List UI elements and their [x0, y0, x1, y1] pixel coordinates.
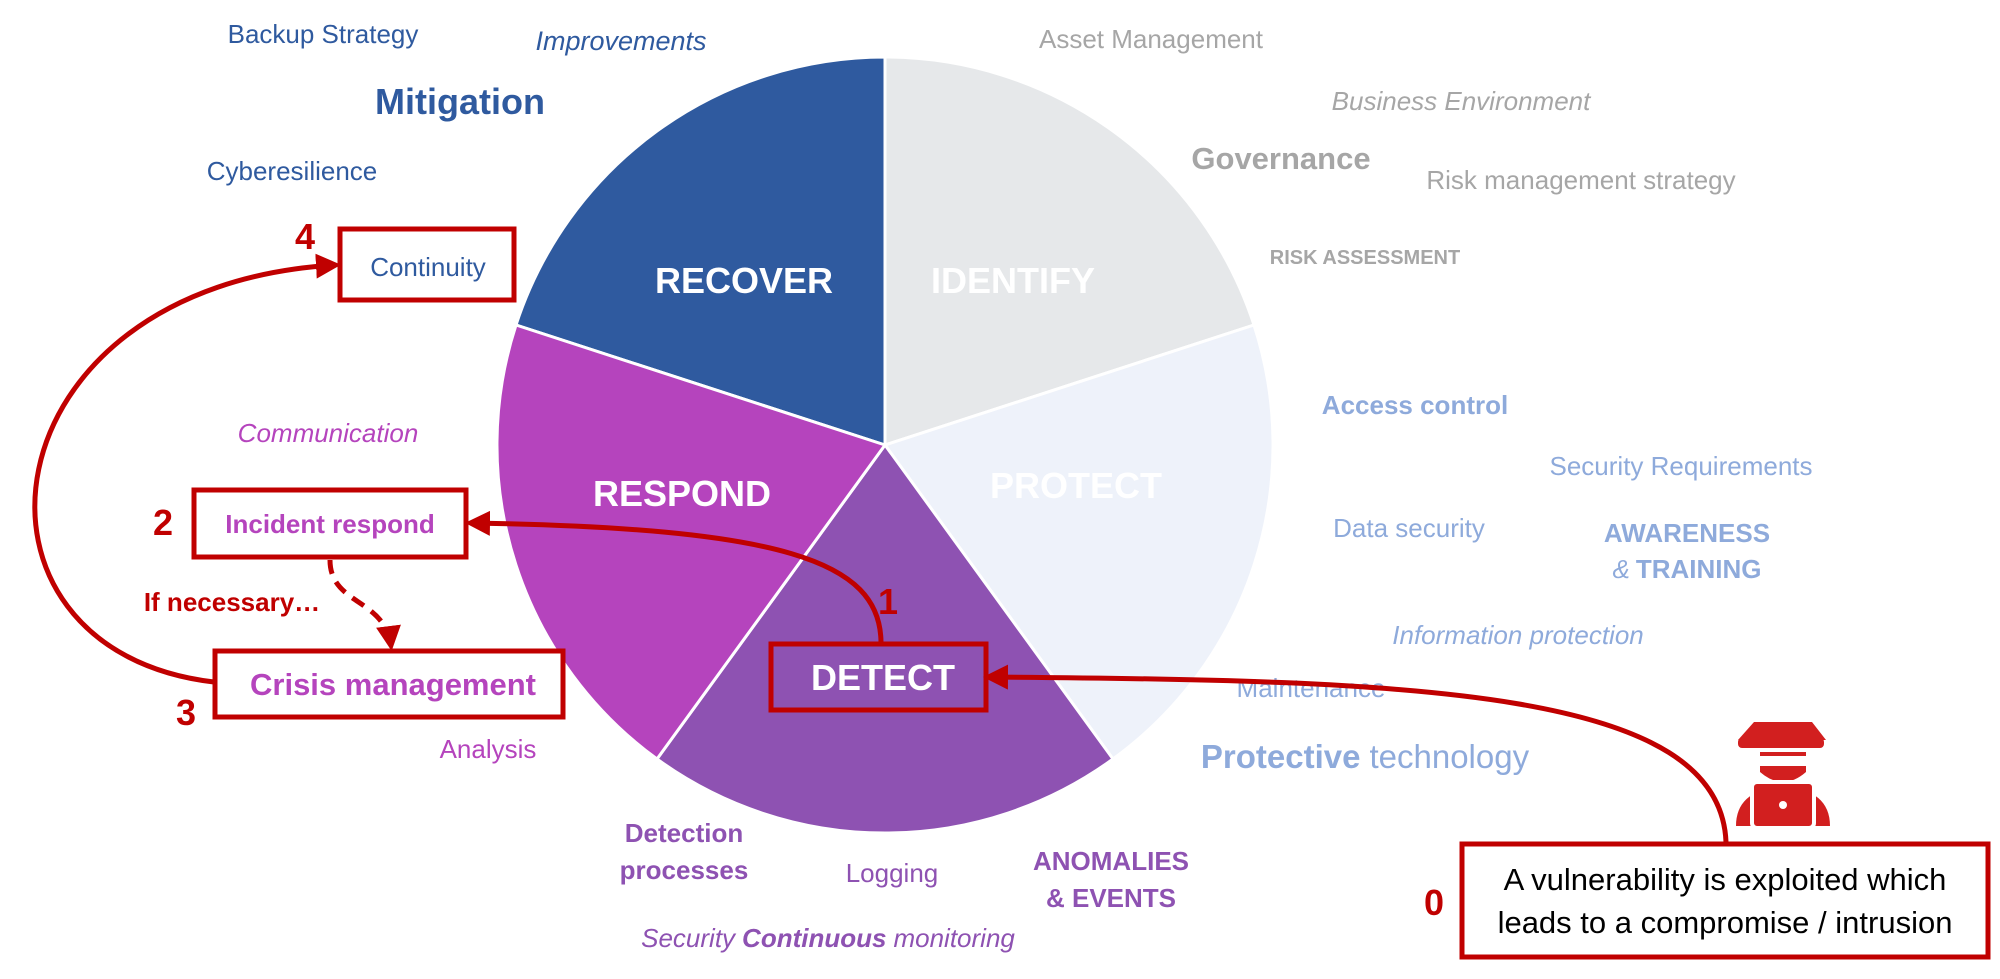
- term-asset-management: Asset Management: [1039, 24, 1264, 54]
- step-number-1: 1: [878, 581, 898, 622]
- hacker-hat-brim: [1738, 738, 1824, 748]
- term-analysis: Analysis: [440, 734, 537, 764]
- continuity-box[interactable]: [337, 226, 517, 303]
- term-protective-rest: technology: [1369, 738, 1529, 775]
- segment-label-respond: RESPOND: [593, 473, 771, 514]
- term-anomalies-line1: ANOMALIES: [1033, 846, 1189, 876]
- term-information-protection: Information protection: [1392, 620, 1643, 650]
- term-backup-strategy: Backup Strategy: [228, 19, 419, 49]
- term-monitoring-pre: Security: [641, 923, 737, 953]
- segment-label-protect: PROTECT: [990, 465, 1162, 506]
- step-number-3: 3: [176, 692, 196, 733]
- term-cyberesilience: Cyberesilience: [207, 156, 378, 186]
- crisis-management-label: Crisis management: [250, 667, 536, 702]
- hacker-icon: [1736, 722, 1830, 830]
- callout-line2: leads to a compromise / intrusion: [1498, 905, 1953, 940]
- vulnerability-callout-box[interactable]: [1459, 841, 1991, 960]
- term-monitoring-bold: Continuous: [742, 923, 886, 953]
- term-detection-processes-line2: processes: [620, 855, 749, 885]
- term-access-control: Access control: [1322, 390, 1508, 420]
- term-training-amp: &: [1612, 554, 1629, 584]
- flow-arrows: [32, 253, 1729, 843]
- arrow-detect-to-incident: [465, 510, 884, 643]
- term-security-requirements: Security Requirements: [1550, 451, 1813, 481]
- if-necessary-label: If necessary…: [144, 587, 320, 617]
- step-number-0: 0: [1424, 882, 1444, 923]
- term-governance: Governance: [1191, 141, 1370, 176]
- term-detection-processes-line1: Detection: [625, 818, 743, 848]
- term-mitigation: Mitigation: [375, 81, 545, 122]
- term-data-security: Data security: [1333, 513, 1485, 543]
- segment-identify[interactable]: [883, 55, 1256, 448]
- term-business-environment: Business Environment: [1332, 86, 1592, 116]
- term-logging: Logging: [846, 858, 939, 888]
- term-protective-bold: Protective: [1201, 738, 1361, 775]
- detect-label: DETECT: [811, 657, 955, 698]
- continuity-label: Continuity: [370, 252, 486, 282]
- callout-line1: A vulnerability is exploited which: [1504, 862, 1947, 897]
- crisis-management-box[interactable]: [212, 648, 566, 720]
- step-number-4: 4: [295, 216, 315, 257]
- term-risk-assessment: RISK ASSESSMENT: [1270, 247, 1460, 269]
- detect-box[interactable]: [768, 641, 989, 713]
- term-communication: Communication: [238, 418, 419, 448]
- segment-label-recover: RECOVER: [655, 260, 833, 301]
- step-number-2: 2: [153, 502, 173, 543]
- hacker-laptop-logo: [1779, 801, 1787, 809]
- segment-label-identify: IDENTIFY: [931, 260, 1095, 301]
- framework-wheel: RECOVER IDENTIFY PROTECT RESPOND: [495, 55, 1275, 835]
- term-improvements: Improvements: [535, 26, 706, 56]
- segment-respond[interactable]: [495, 323, 888, 762]
- highlight-boxes: Continuity Incident respond Crisis manag…: [191, 226, 1991, 960]
- identify-terms: Asset Management Business Environment Go…: [1039, 24, 1736, 269]
- arrow-incident-to-crisis: [327, 559, 401, 651]
- protect-terms: Access control Security Requirements Dat…: [1201, 390, 1813, 775]
- hacker-glasses: [1760, 756, 1806, 766]
- incident-respond-box[interactable]: [191, 487, 469, 560]
- recover-terms: Backup Strategy Improvements Mitigation …: [207, 19, 707, 186]
- arrow-callout-to-detect: [983, 664, 1729, 843]
- incident-respond-label: Incident respond: [225, 509, 434, 539]
- term-risk-management-strategy: Risk management strategy: [1426, 165, 1735, 195]
- segment-recover[interactable]: [514, 55, 887, 448]
- term-anomalies-line2: & EVENTS: [1046, 883, 1176, 913]
- term-awareness: AWARENESS: [1604, 518, 1770, 548]
- term-monitoring-post: monitoring: [893, 923, 1015, 953]
- term-training-line: &TRAINING: [1612, 554, 1761, 584]
- term-training: TRAINING: [1636, 554, 1762, 584]
- segment-protect[interactable]: [882, 323, 1275, 762]
- hacker-hat: [1738, 722, 1826, 740]
- step-numbers: 0 1 2 3 4: [153, 216, 1444, 923]
- segment-detect[interactable]: [654, 442, 1116, 835]
- arrow-crisis-to-continuity: [32, 253, 341, 685]
- respond-terms: Communication Analysis: [238, 418, 537, 764]
- detect-terms: Detection processes Logging ANOMALIES & …: [620, 818, 1189, 953]
